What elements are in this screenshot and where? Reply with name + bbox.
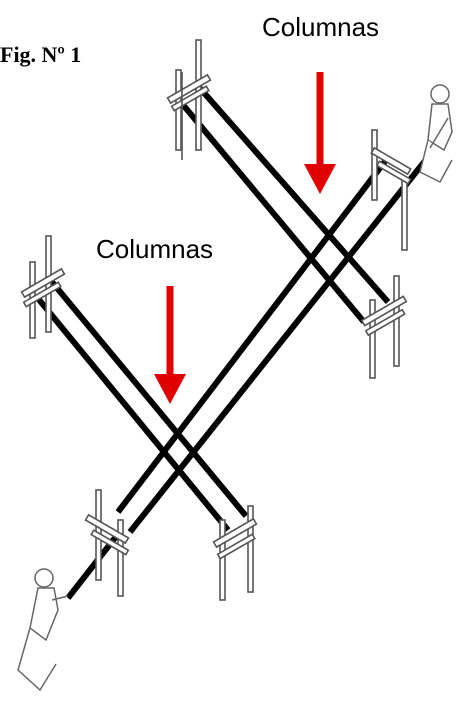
figure-title: Fig. Nº 1 [0,42,82,67]
diagonal-line-2 [127,150,435,534]
batter-board-top-right [370,129,412,251]
upper-row-line-1 [195,84,391,304]
label-columnas-lower: Columnas [96,234,214,264]
head [34,568,54,588]
label-columnas-upper: Columnas [262,12,380,42]
diagonal-line-1 [115,158,389,514]
arrow-upper [304,72,336,194]
lower-row-line-1 [49,280,249,518]
surveyor-top-right [419,84,453,183]
batter-board-bottom-right [212,505,258,601]
lower-row-line-2 [33,294,231,532]
batter-board-right-middle [360,275,408,379]
batter-boards [20,39,412,601]
head [430,84,450,104]
upper-row-line-2 [171,92,367,324]
column-lines [33,84,435,600]
surveyor-bottom-left [17,568,69,692]
arrow-lower [154,286,186,404]
batter-board-top-left [166,39,212,160]
batter-board-left-middle [20,235,66,339]
batter-board-bottom-left [84,489,130,597]
